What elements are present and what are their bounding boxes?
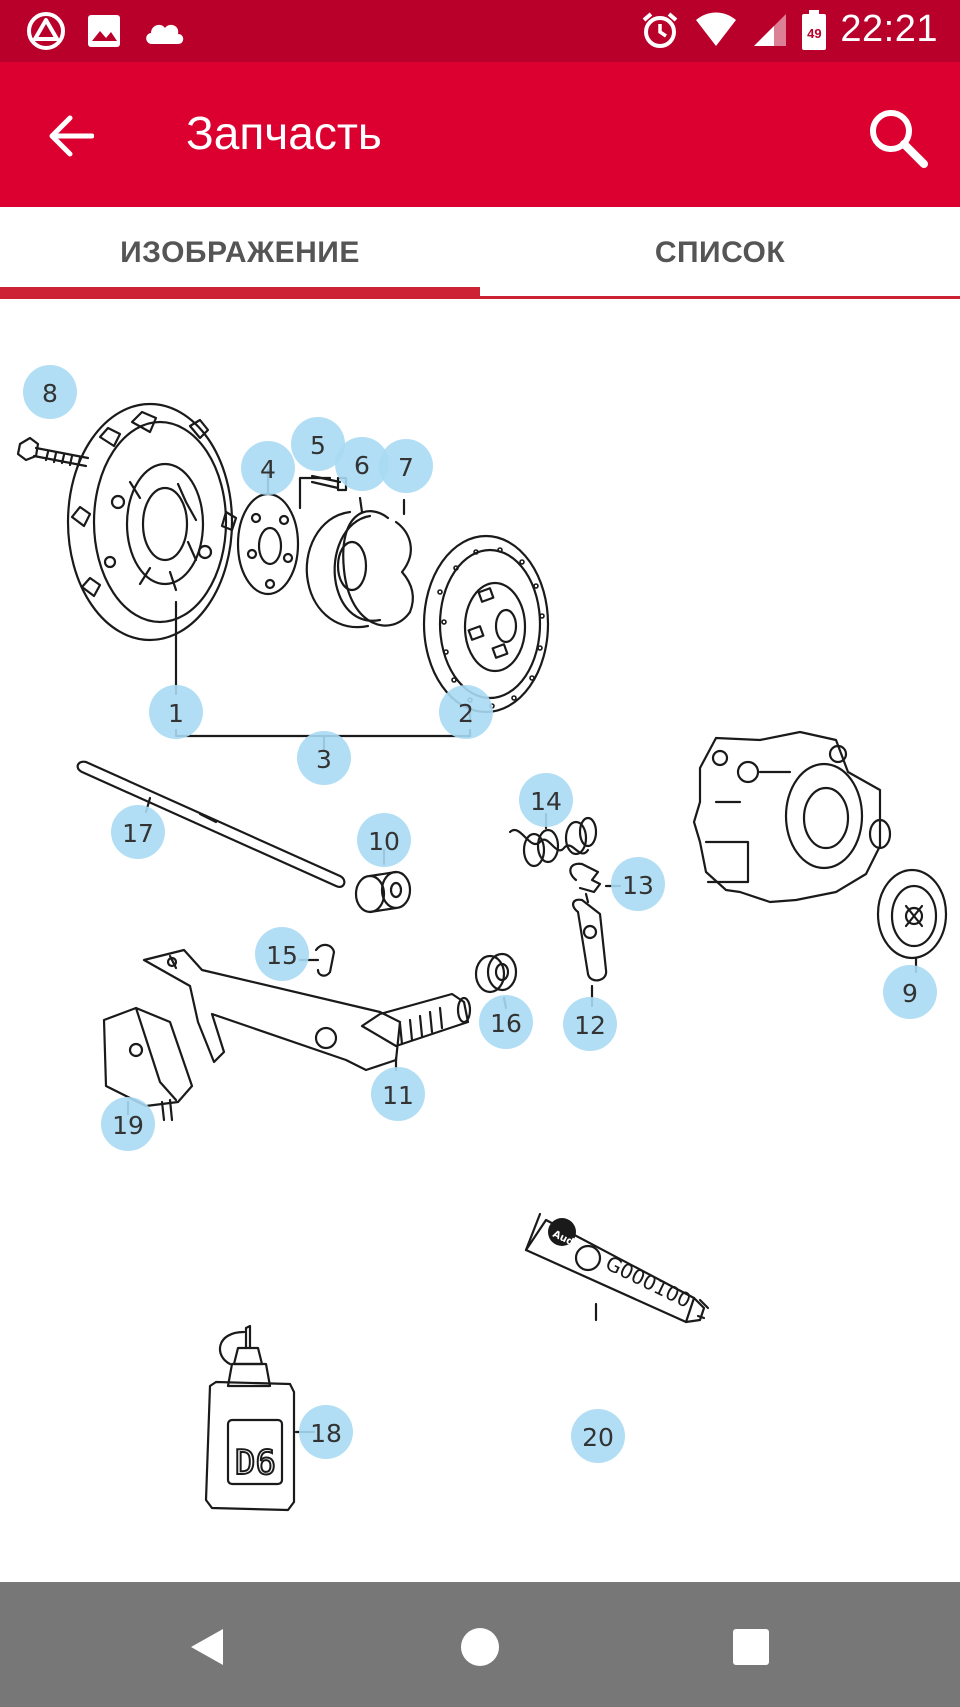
callout-5[interactable]: 5: [291, 417, 345, 471]
svg-text:3: 3: [316, 745, 332, 774]
svg-text:16: 16: [490, 1009, 522, 1038]
nav-recents-button[interactable]: [716, 1612, 786, 1682]
search-icon: [870, 110, 928, 168]
svg-text:9: 9: [902, 979, 918, 1008]
svg-text:15: 15: [266, 941, 298, 970]
wifi-icon: [696, 12, 737, 46]
svg-text:18: 18: [310, 1419, 342, 1448]
svg-text:10: 10: [368, 827, 400, 856]
part-screw: [298, 474, 348, 510]
callout-6[interactable]: 6: [335, 437, 389, 491]
svg-text:5: 5: [310, 431, 326, 460]
search-button[interactable]: [862, 102, 932, 172]
part-pressure-plate: [66, 402, 238, 696]
part-circlip-ring: [342, 498, 415, 627]
parts-diagram: D6 G000100 Audi 1 2 3 4 5 6 7 8 9 10 11 …: [16, 365, 948, 1512]
battery-icon: 49: [802, 9, 827, 50]
page-title: Запчасть: [186, 107, 382, 159]
nav-home-icon: [461, 1628, 499, 1666]
nav-back-button[interactable]: [172, 1612, 242, 1682]
tab-image[interactable]: ИЗОБРАЖЕНИЕ: [120, 236, 360, 269]
callout-13[interactable]: 13: [611, 857, 665, 911]
callout-12[interactable]: 12: [563, 997, 617, 1051]
status-time: 22:21: [840, 8, 938, 50]
callout-10[interactable]: 10: [357, 813, 411, 867]
part-oil-bottle: [204, 1324, 316, 1512]
svg-text:19: 19: [112, 1111, 144, 1140]
callout-15[interactable]: 15: [255, 927, 309, 981]
status-bar: 49 22:21: [0, 0, 960, 62]
nav-back-icon: [191, 1629, 223, 1665]
part-release-lever: [572, 898, 608, 1008]
part-shim: [236, 468, 300, 596]
battery-level: 49: [807, 25, 822, 41]
part-bolt: [16, 436, 90, 468]
tab-indicator: [0, 287, 480, 299]
callout-17[interactable]: 17: [111, 805, 165, 859]
status-bar-left: [26, 11, 186, 51]
svg-text:12: 12: [574, 1011, 606, 1040]
part-flange: [876, 868, 948, 974]
tube-code: G000100: [602, 1251, 695, 1313]
tube-brand-badge: [548, 1218, 576, 1246]
callout-4[interactable]: 4: [241, 441, 295, 495]
image-icon: [88, 15, 120, 47]
callout-11[interactable]: 11: [371, 1067, 425, 1121]
svg-text:7: 7: [398, 453, 414, 482]
part-clutch-disc: [422, 534, 550, 724]
signal-icon: [754, 13, 787, 46]
part-gearbox-housing: [692, 730, 892, 904]
status-bar-right: 49 22:21: [640, 8, 938, 51]
callout-7[interactable]: 7: [379, 439, 433, 493]
tab-bar: ИЗОБРАЖЕНИЕ СПИСОК: [0, 207, 960, 299]
callout-9[interactable]: 9: [883, 965, 937, 1019]
svg-text:13: 13: [622, 871, 654, 900]
svg-text:8: 8: [42, 379, 58, 408]
callout-3[interactable]: 3: [297, 731, 351, 785]
part-grease-tube: [524, 1212, 710, 1324]
cloud-icon: [146, 24, 184, 44]
svg-text:14: 14: [530, 787, 562, 816]
app-bar: Запчасть: [0, 62, 960, 207]
callout-19[interactable]: 19: [101, 1097, 155, 1151]
part-intermediate-plate: [305, 496, 382, 629]
callout-16[interactable]: 16: [479, 995, 533, 1049]
part-release-shaft: [142, 948, 472, 1072]
bottle-label: D6: [235, 1443, 276, 1483]
callout-1[interactable]: 1: [149, 685, 203, 739]
alarm-icon: [643, 11, 678, 48]
app-notification-icon: [27, 12, 65, 50]
svg-text:2: 2: [458, 699, 474, 728]
system-nav-bar: [0, 1582, 960, 1707]
callout-14[interactable]: 14: [519, 773, 573, 827]
callout-20[interactable]: 20: [571, 1409, 625, 1463]
svg-text:20: 20: [582, 1423, 614, 1452]
nav-recents-icon: [733, 1629, 769, 1665]
svg-text:17: 17: [122, 819, 154, 848]
nav-home-button[interactable]: [445, 1612, 515, 1682]
tab-list[interactable]: СПИСОК: [654, 236, 786, 269]
svg-text:1: 1: [168, 699, 184, 728]
svg-text:6: 6: [354, 451, 370, 480]
parts-diagram-area[interactable]: D6 G000100 Audi 1 2 3 4 5 6 7 8 9 10 11 …: [0, 302, 960, 1582]
svg-text:11: 11: [382, 1081, 414, 1110]
back-button[interactable]: [42, 108, 98, 164]
callout-18[interactable]: 18: [299, 1405, 353, 1459]
arrow-back-icon: [49, 115, 94, 157]
callouts: 1 2 3 4 5 6 7 8 9 10 11 12 13 14 15 16 1…: [23, 365, 937, 1463]
svg-text:4: 4: [260, 455, 276, 484]
callout-2[interactable]: 2: [439, 685, 493, 739]
callout-8[interactable]: 8: [23, 365, 77, 419]
